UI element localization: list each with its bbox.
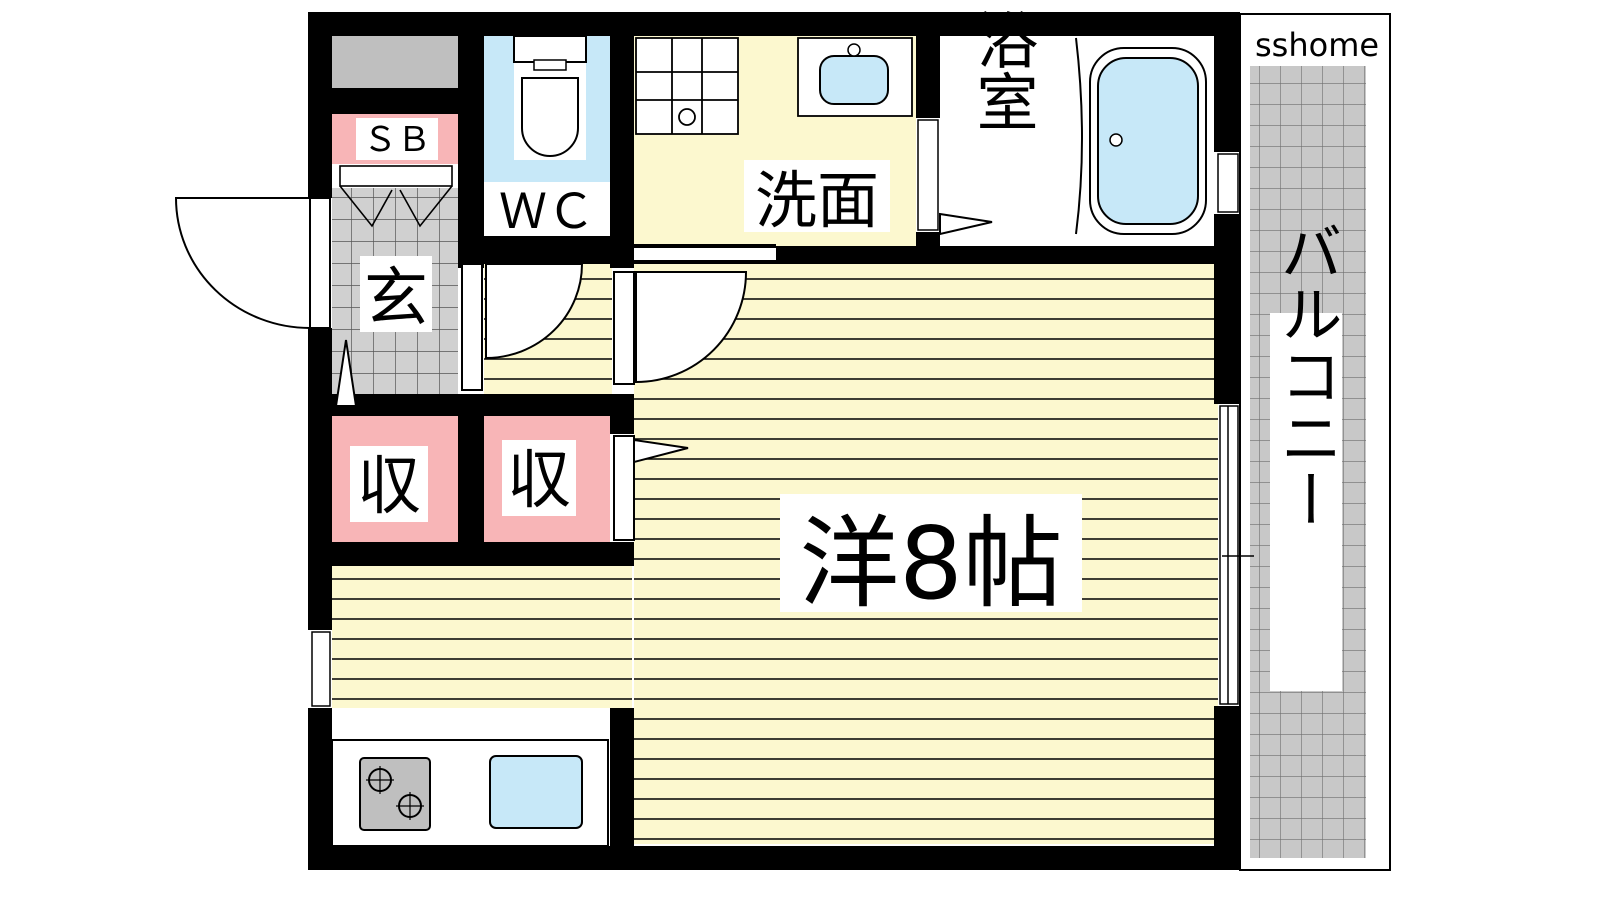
entrance-label-bg — [360, 256, 432, 332]
kitchen-sink-icon — [489, 755, 583, 829]
windows — [311, 119, 1254, 707]
bathroom-door — [939, 212, 993, 236]
bathroom-label-bg — [966, 56, 1038, 202]
main-room-label: 洋8帖 — [799, 505, 1063, 622]
room-labels: ＳＢ ＷＣ 洗面 浴室 玄 収 収 洋8帖 — [350, 8, 1082, 622]
toilet-door-swing — [485, 263, 584, 360]
storage-door — [613, 435, 635, 541]
toilet-label: ＷＣ — [499, 184, 595, 240]
bathroom-label: 浴室 — [966, 8, 1039, 132]
watermark: sshome — [1255, 26, 1379, 64]
walls — [308, 12, 1240, 870]
room-door-swing — [635, 271, 748, 384]
shoe-box-label-bg — [356, 118, 438, 160]
stove-icon — [359, 757, 431, 831]
entrance-label: 玄 — [364, 262, 428, 336]
storage-2-label-bg — [502, 440, 576, 516]
storage-2-label: 収 — [507, 444, 571, 518]
watermark-bg — [1250, 30, 1370, 64]
storage-1-label: 収 — [357, 450, 421, 524]
toilet-label-bg — [484, 182, 610, 236]
doors — [174, 197, 993, 541]
washing-machine-icon — [635, 37, 739, 135]
washroom-label: 洗面 — [755, 164, 879, 237]
cabinet — [332, 36, 458, 88]
storage-1-label-bg — [350, 446, 428, 522]
balcony-label: バルコニー — [1270, 220, 1343, 530]
fixtures — [359, 35, 1207, 831]
balcony: sshome バルコニー — [1239, 13, 1391, 871]
bathtub-icon — [1075, 37, 1207, 235]
kitchen-floor — [332, 566, 632, 708]
shoe-box-doors — [339, 165, 453, 228]
entrance-door-swing — [174, 197, 311, 329]
toilet-icon — [513, 35, 587, 160]
shoe-box-label: ＳＢ — [363, 120, 431, 160]
main-room-label-bg — [780, 494, 1082, 612]
sink-icon — [797, 37, 913, 117]
balcony-label-bg — [1270, 313, 1342, 691]
washroom-label-bg — [744, 160, 890, 232]
